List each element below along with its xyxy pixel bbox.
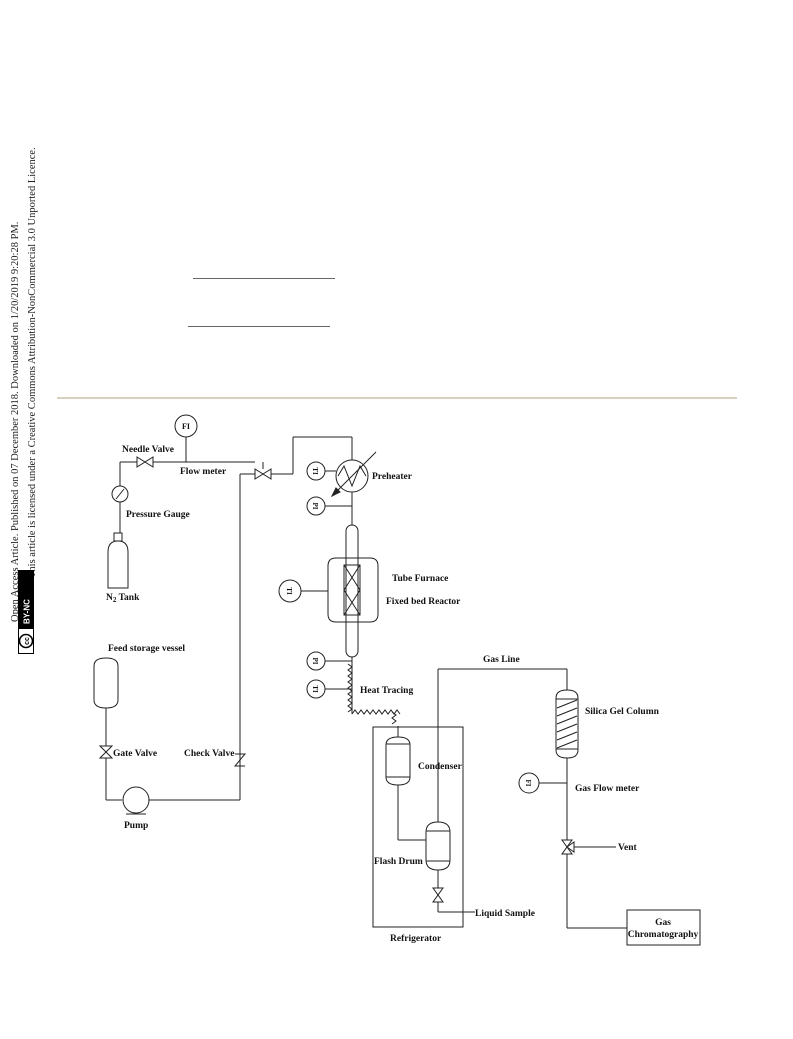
pi-outlet-label: PI bbox=[311, 658, 319, 665]
n2-tank-n: N bbox=[106, 593, 113, 603]
feed-storage-vessel-label: Feed storage vessel bbox=[108, 644, 185, 654]
rule-line-2 bbox=[188, 326, 330, 327]
flash-drum bbox=[425, 821, 451, 871]
reactor-tube bbox=[345, 524, 359, 658]
pressure-gauge-needle bbox=[115, 488, 125, 500]
column-packing bbox=[556, 699, 578, 749]
vent-valve-top bbox=[561, 839, 573, 848]
check-valve bbox=[233, 753, 247, 767]
badge-text: BY-NC bbox=[23, 599, 32, 624]
gas-chromatography-label-2: Chromatography bbox=[628, 930, 699, 940]
ti-preheater-label: TI bbox=[311, 467, 319, 475]
gas-line-label: Gas Line bbox=[483, 655, 520, 665]
n2-tank-rest: Tank bbox=[116, 593, 140, 603]
n2-tank-label: N2 Tank bbox=[106, 593, 140, 604]
cc-by-nc-badge[interactable]: cc BY-NC bbox=[14, 566, 54, 666]
ti-outlet-label: TI bbox=[311, 685, 319, 693]
section-separator bbox=[57, 397, 737, 399]
preheater-label: Preheater bbox=[372, 472, 413, 482]
gas-chromatography-label-1: Gas bbox=[655, 918, 671, 928]
refrigerator-box bbox=[372, 726, 464, 928]
pi-preheater-label: PI bbox=[311, 503, 319, 510]
tube-furnace bbox=[327, 557, 379, 623]
needle-valve-right bbox=[144, 456, 154, 468]
ti-preheater-instrument bbox=[306, 461, 326, 481]
gas-chromatography-box bbox=[626, 909, 701, 946]
heat-tracing-vertical bbox=[347, 663, 353, 713]
preheater-coil bbox=[337, 464, 367, 488]
vent-label: Vent bbox=[618, 843, 637, 853]
badge-cc-text: cc bbox=[24, 637, 31, 645]
gate-valve-bottom bbox=[98, 751, 114, 759]
pump bbox=[122, 786, 150, 814]
heat-tracing-horizontal bbox=[351, 709, 401, 715]
flow-meter-label: Flow meter bbox=[180, 467, 227, 477]
liquid-valve-bottom bbox=[432, 894, 444, 903]
silica-gel-column bbox=[555, 689, 579, 759]
heat-tracing-down bbox=[391, 711, 397, 725]
cc-icon bbox=[18, 633, 34, 649]
liquid-sample-label: Liquid Sample bbox=[475, 909, 535, 919]
mix-valve-left bbox=[254, 468, 264, 480]
needle-valve-label: Needle Valve bbox=[122, 445, 174, 455]
tube-furnace-label: Tube Furnace bbox=[392, 574, 448, 584]
pump-label: Pump bbox=[124, 821, 148, 831]
feed-storage-vessel bbox=[93, 657, 119, 709]
gate-valve-label: Gate Valve bbox=[113, 749, 157, 759]
check-valve-label: Check Valve bbox=[184, 749, 234, 759]
silica-gel-column-label: Silica Gel Column bbox=[585, 707, 660, 717]
gas-flow-meter-label: Gas Flow meter bbox=[575, 784, 640, 794]
gate-valve-top bbox=[98, 745, 114, 753]
fi-top-label: FI bbox=[182, 422, 190, 431]
n2-tank bbox=[107, 540, 129, 589]
pressure-gauge-label: Pressure Gauge bbox=[126, 510, 190, 520]
heat-tracing-label: Heat Tracing bbox=[360, 686, 413, 696]
mix-valve-right bbox=[262, 468, 272, 480]
fixed-bed-reactor-label: Fixed bed Reactor bbox=[386, 597, 461, 607]
n2-tank-valve bbox=[113, 532, 123, 542]
needle-valve-left bbox=[136, 456, 146, 468]
fi-gas-label: FI bbox=[524, 780, 532, 787]
fixed-bed-hatch-2 bbox=[343, 564, 361, 591]
preheater-arrow bbox=[331, 451, 377, 497]
n2-tank-subscript: 2 bbox=[113, 596, 117, 604]
fixed-bed-hatch-4 bbox=[343, 589, 361, 616]
rule-line-1 bbox=[193, 278, 335, 279]
liquid-valve-top bbox=[432, 887, 444, 896]
refrigerator-label: Refrigerator bbox=[390, 934, 442, 944]
ti-furnace-label: TI bbox=[285, 587, 293, 595]
preheater-arrow-head bbox=[330, 487, 341, 498]
condenser-label: Condenser bbox=[418, 762, 463, 772]
flash-drum-label: Flash Drum bbox=[374, 857, 423, 867]
